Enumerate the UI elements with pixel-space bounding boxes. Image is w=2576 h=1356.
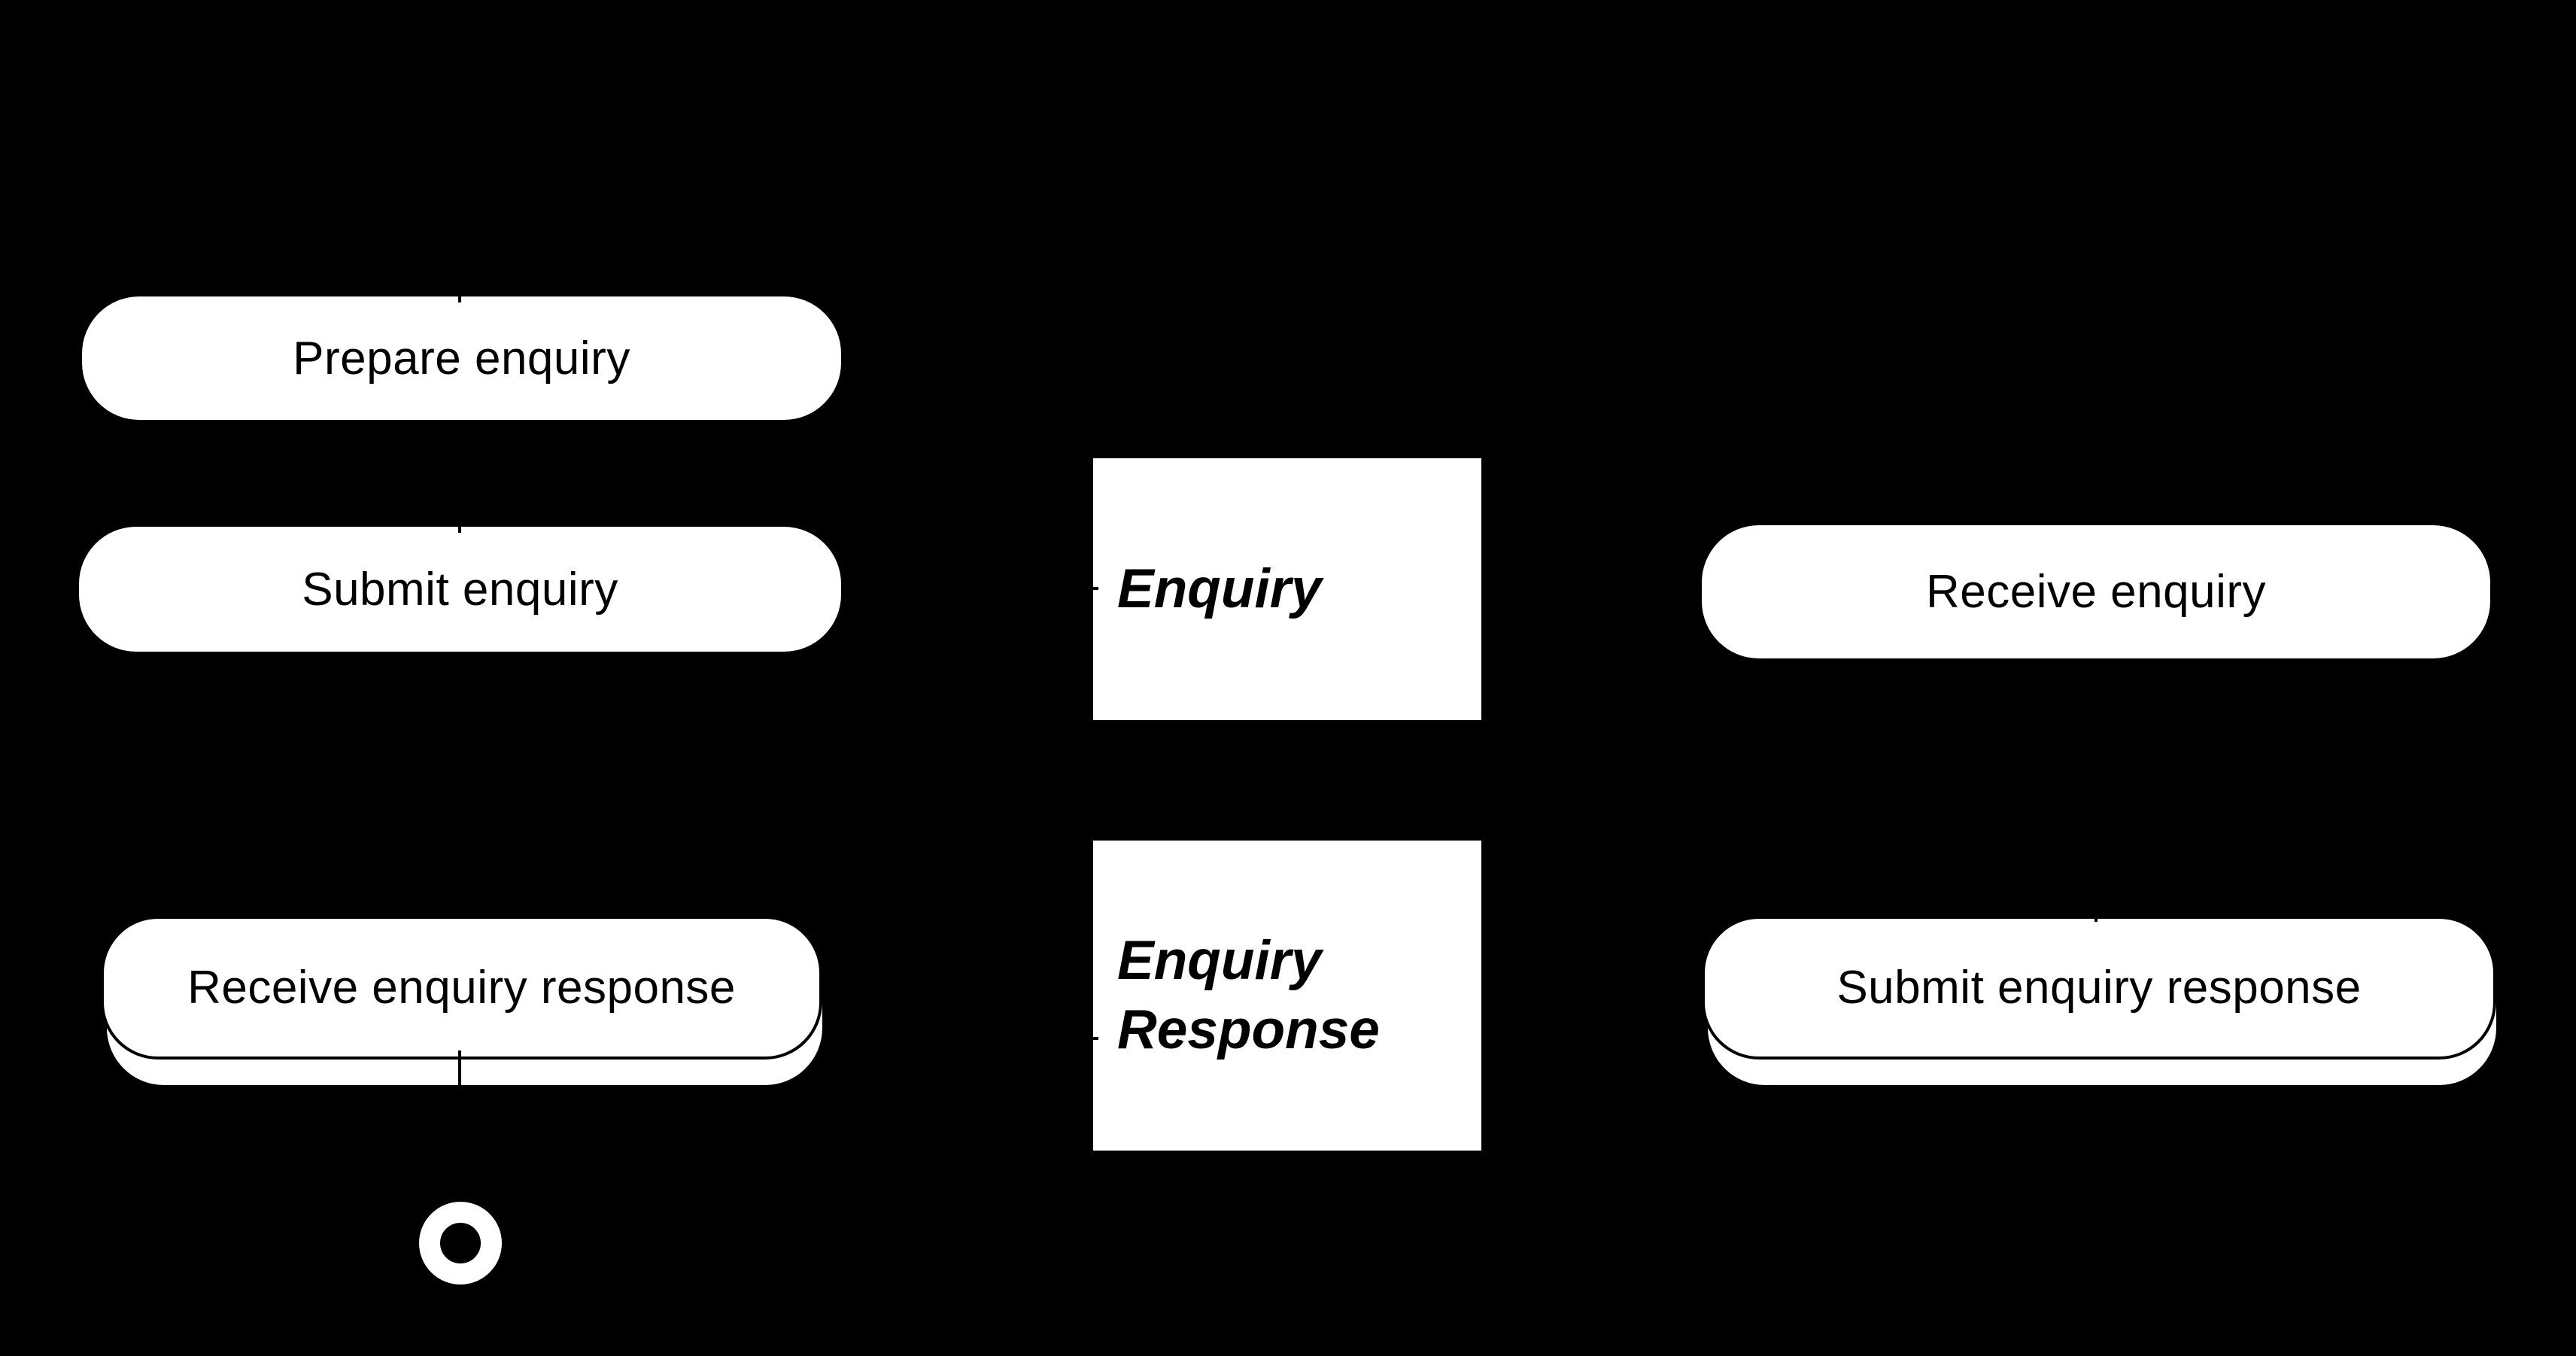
task-receive-enquiry-label: Receive enquiry — [1925, 566, 2267, 618]
task-receive-enquiry-response-front: Receive enquiry response — [101, 916, 822, 1060]
data-object-enquiry-response-label: Enquiry Response — [1117, 930, 1380, 1060]
task-submit-enquiry-label: Submit enquiry — [302, 563, 618, 616]
task-submit-enquiry[interactable]: Submit enquiry — [79, 527, 841, 652]
task-prepare-enquiry[interactable]: Prepare enquiry — [82, 296, 841, 420]
task-submit-enquiry-response-label: Submit enquiry response — [1836, 962, 2362, 1014]
data-object-enquiry-response[interactable]: Enquiry Response — [1093, 841, 1481, 1151]
end-event-icon[interactable] — [419, 1202, 502, 1285]
connector-stub-submit-response-top — [2095, 911, 2098, 922]
data-object-enquiry[interactable]: Enquiry — [1093, 458, 1481, 720]
task-receive-enquiry-response[interactable]: Receive enquiry response — [101, 916, 823, 1086]
task-receive-enquiry[interactable]: Receive enquiry — [1702, 525, 2490, 658]
task-submit-enquiry-response[interactable]: Submit enquiry response — [1702, 916, 2498, 1086]
task-receive-enquiry-response-label: Receive enquiry response — [187, 962, 736, 1014]
connector-stub-submit-top — [458, 522, 461, 533]
task-submit-enquiry-response-front: Submit enquiry response — [1702, 916, 2496, 1060]
data-object-enquiry-label: Enquiry — [1117, 558, 1322, 620]
connector-line-to-end-event — [458, 1050, 461, 1205]
connector-stub-prepare-top — [458, 292, 461, 303]
connector-stub-enquiry-left — [1088, 587, 1098, 590]
task-prepare-enquiry-label: Prepare enquiry — [293, 332, 630, 385]
connector-stub-enquiry-response-left — [1088, 1037, 1098, 1040]
